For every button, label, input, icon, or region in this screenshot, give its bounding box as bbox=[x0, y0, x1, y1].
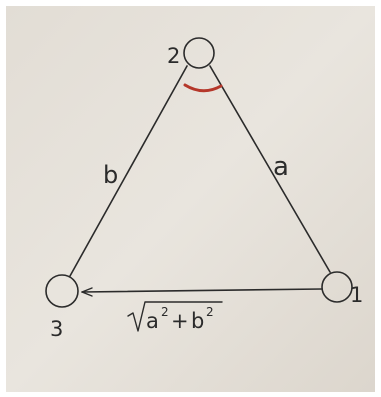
edge-2-1-label: a bbox=[273, 152, 289, 182]
sqrt-exp-a: 2 bbox=[161, 305, 169, 319]
sqrt-radical-sign bbox=[127, 301, 223, 332]
edge-2-3-line bbox=[69, 65, 188, 277]
node-2-circle bbox=[183, 37, 215, 69]
edge-2-1-line bbox=[209, 65, 331, 273]
sqrt-base-b: b bbox=[191, 309, 204, 333]
node-3-circle bbox=[45, 274, 79, 308]
angle-mark bbox=[183, 83, 223, 93]
sqrt-plus: + bbox=[171, 309, 189, 333]
node-1-circle bbox=[321, 271, 353, 303]
edge-1-3-arrowhead bbox=[81, 287, 93, 297]
edge-2-3-label: b bbox=[103, 161, 118, 189]
node-3-label: 3 bbox=[50, 317, 63, 341]
node-1-label: 1 bbox=[350, 283, 363, 307]
paper-background bbox=[6, 6, 375, 392]
edge-1-3-line bbox=[81, 288, 323, 293]
sqrt-exp-b: 2 bbox=[206, 305, 214, 319]
node-2-label: 2 bbox=[167, 44, 180, 68]
sqrt-base-a: a bbox=[146, 309, 159, 333]
